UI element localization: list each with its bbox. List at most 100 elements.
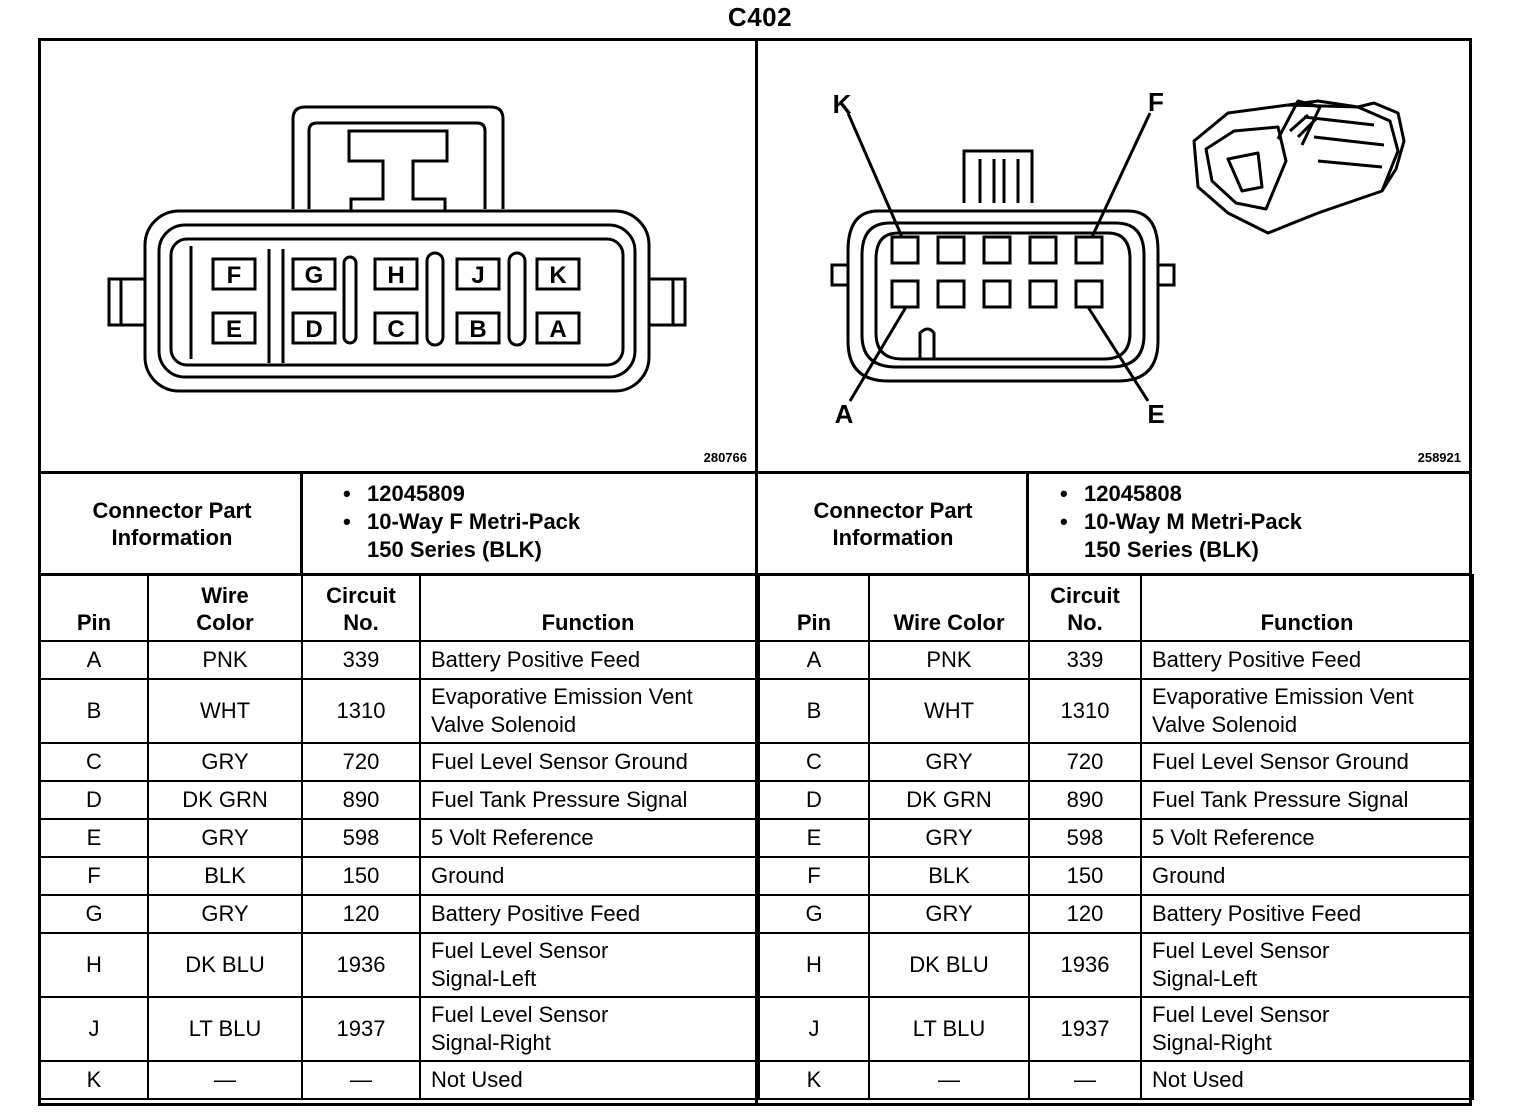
table-row: K——Not Used	[39, 1060, 757, 1100]
function-cell: Ground	[419, 856, 757, 896]
table-row: K——Not Used	[758, 1060, 1474, 1100]
function-cell: Fuel Tank Pressure Signal	[1140, 780, 1474, 820]
header-pin: Pin	[758, 574, 870, 642]
circuit-cell: 339	[301, 640, 421, 680]
function-cell: Not Used	[419, 1060, 757, 1100]
pin-label-a: A	[549, 316, 566, 343]
header-function: Function	[1140, 574, 1474, 642]
function-cell: Battery Positive Feed	[419, 894, 757, 934]
part-info-label-line1: Connector Part	[813, 498, 973, 523]
function-cell: Not Used	[1140, 1060, 1474, 1100]
function-cell: Ground	[1140, 856, 1474, 896]
function-line: Fuel Level Sensor	[1152, 1002, 1330, 1027]
pin-cell: H	[39, 932, 149, 998]
circuit-cell: 1310	[1028, 678, 1142, 744]
part-description: 10-Way M Metri-Pack	[1060, 508, 1302, 536]
pin-cell: C	[758, 742, 870, 782]
circuit-cell: —	[1028, 1060, 1142, 1100]
callout-f: F	[1148, 87, 1164, 117]
wire-color-cell: GRY	[147, 818, 303, 858]
circuit-cell: 150	[301, 856, 421, 896]
function-line: Fuel Tank Pressure Signal	[1152, 787, 1409, 812]
callout-k: K	[833, 89, 852, 119]
function-line: Fuel Level Sensor	[1152, 938, 1330, 963]
function-line: Fuel Tank Pressure Signal	[431, 787, 688, 812]
pin-cell: G	[39, 894, 149, 934]
circuit-cell: 720	[1028, 742, 1142, 782]
pin-label-j: J	[471, 262, 484, 289]
function-line: Battery Positive Feed	[431, 647, 641, 672]
function-line: Battery Positive Feed	[1152, 901, 1362, 926]
function-line: Battery Positive Feed	[431, 901, 641, 926]
wire-color-cell: —	[868, 1060, 1030, 1100]
pin-cell: A	[758, 640, 870, 680]
function-cell: 5 Volt Reference	[1140, 818, 1474, 858]
function-line: Fuel Level Sensor Ground	[1152, 749, 1409, 774]
pin-cell: K	[39, 1060, 149, 1100]
pin-cell: A	[39, 640, 149, 680]
part-series: 150 Series (BLK)	[367, 537, 542, 562]
function-line: Valve Solenoid	[1152, 712, 1298, 737]
pin-cell: E	[39, 818, 149, 858]
callout-a: A	[835, 399, 854, 429]
wire-color-cell: GRY	[147, 742, 303, 782]
pin-cell: F	[39, 856, 149, 896]
function-line: Fuel Level Sensor	[431, 1002, 609, 1027]
pin-cell: C	[39, 742, 149, 782]
function-cell: Fuel Level Sensor Ground	[1140, 742, 1474, 782]
part-info-label: Connector Part Information	[758, 474, 1028, 574]
male-connector-drawing: K F A E	[830, 87, 1406, 429]
circuit-cell: 720	[301, 742, 421, 782]
circuit-cell: 1937	[301, 996, 421, 1062]
circuit-cell: —	[301, 1060, 421, 1100]
circuit-cell: 120	[301, 894, 421, 934]
center-divider	[755, 38, 758, 1106]
pin-cell: D	[39, 780, 149, 820]
circuit-cell: 1936	[1028, 932, 1142, 998]
function-line: Evaporative Emission Vent	[1152, 684, 1414, 709]
function-line: Not Used	[1152, 1067, 1244, 1092]
circuit-cell: 339	[1028, 640, 1142, 680]
part-number: 12045809	[343, 480, 580, 508]
function-line: Signal-Left	[1152, 966, 1258, 991]
part-series: 150 Series (BLK)	[1084, 537, 1259, 562]
wire-color-cell: GRY	[868, 742, 1030, 782]
wire-color-cell: DK GRN	[147, 780, 303, 820]
pin-cell: E	[758, 818, 870, 858]
circuit-cell: 1310	[301, 678, 421, 744]
pin-label-e: E	[226, 316, 242, 343]
circuit-cell: 890	[301, 780, 421, 820]
figure-number: 258921	[1417, 450, 1461, 465]
circuit-cell: 598	[1028, 818, 1142, 858]
wire-color-cell: —	[147, 1060, 303, 1100]
function-line: Signal-Right	[431, 1030, 551, 1055]
part-info-list: 12045808 10-Way M Metri-Pack 150 Series …	[1060, 480, 1302, 564]
wire-color-cell: LT BLU	[868, 996, 1030, 1062]
pin-label-f: F	[227, 262, 242, 289]
wire-color-cell: BLK	[868, 856, 1030, 896]
wire-color-cell: LT BLU	[147, 996, 303, 1062]
